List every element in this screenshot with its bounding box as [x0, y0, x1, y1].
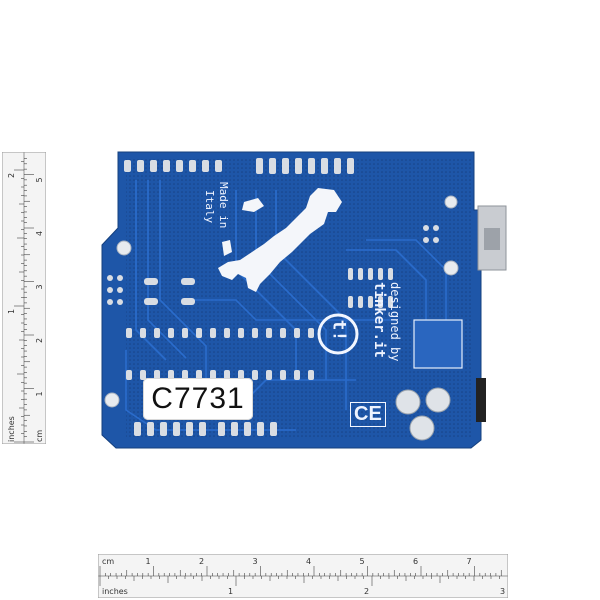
- ic-socket-pads: [126, 328, 314, 380]
- ce-mark: CE: [350, 402, 386, 427]
- tinker-logo-circle: [317, 313, 359, 355]
- silkscreen-made-in: Made in: [217, 182, 230, 229]
- silkscreen-tinker-it: tinker.it: [371, 282, 387, 358]
- h-inch-tick-label: 2: [364, 587, 369, 596]
- horizontal-ruler: cm inches 1 2 3 4 5 6 7 1 2 3: [98, 554, 508, 598]
- usb-connector: [477, 205, 507, 271]
- h-inch-tick-label: 1: [228, 587, 233, 596]
- v-inch-tick-label: 1: [7, 309, 16, 314]
- h-inch-tick-label: 3: [500, 587, 505, 596]
- serial-sticker: C7731: [143, 378, 253, 420]
- v-cm-tick-label: 2: [35, 338, 44, 343]
- v-cm-tick-label: 5: [35, 177, 44, 182]
- arduino-board-back: [101, 151, 507, 449]
- bottom-header-pads: [134, 422, 277, 436]
- silkscreen-designed-by: designed by: [388, 282, 402, 362]
- h-ruler-inches-label: inches: [102, 587, 128, 596]
- v-cm-tick-label: 1: [35, 391, 44, 396]
- h-cm-tick-label: 3: [253, 557, 258, 566]
- usb-chip-footprint: [413, 319, 463, 369]
- tinker-logo-text: t!: [328, 319, 350, 342]
- h-ruler-cm-label: cm: [102, 557, 114, 566]
- v-ruler-cm-label: cm: [35, 430, 44, 442]
- v-cm-tick-label: 4: [35, 231, 44, 236]
- top-header-pads: [124, 158, 354, 174]
- pcb-traces: [125, 180, 447, 431]
- silkscreen-italy: Italy: [203, 190, 216, 224]
- h-cm-tick-label: 7: [467, 557, 472, 566]
- h-cm-tick-label: 4: [306, 557, 311, 566]
- v-ruler-inches-label: inches: [7, 416, 16, 442]
- v-inch-tick-label: 2: [7, 173, 16, 178]
- h-cm-tick-label: 5: [360, 557, 365, 566]
- power-jack: [476, 378, 486, 422]
- vertical-ruler: cm inches 1 2 3 4 5 1 2: [2, 152, 46, 444]
- italy-map: [218, 188, 342, 292]
- v-cm-tick-label: 3: [35, 284, 44, 289]
- h-cm-tick-label: 2: [199, 557, 204, 566]
- h-cm-tick-label: 6: [413, 557, 418, 566]
- small-component-pads: [107, 225, 439, 308]
- power-jack-pads: [395, 387, 451, 441]
- mounting-holes: [104, 195, 459, 408]
- h-cm-tick-label: 1: [146, 557, 151, 566]
